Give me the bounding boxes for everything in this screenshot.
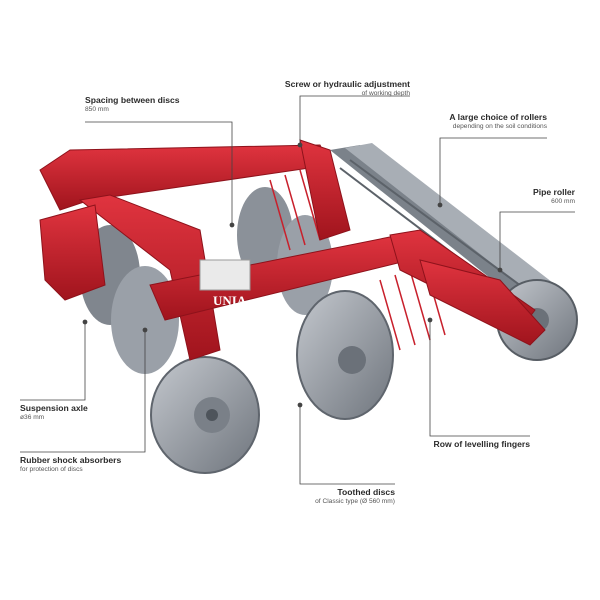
- callout-toothed-sub: of Classic type (Ø 560 mm): [315, 497, 395, 505]
- callout-pipe-title: Pipe roller: [532, 187, 575, 197]
- callout-spacing-sub: 850 mm: [85, 105, 109, 113]
- callout-shock-title: Rubber shock absorbers: [20, 455, 122, 465]
- front-disc-gang: [80, 225, 260, 474]
- leader-adjust: [299, 95, 410, 145]
- callout-spacing: Spacing between discs 850 mm: [85, 95, 180, 113]
- callout-fingers-title: Row of levelling fingers: [433, 439, 530, 449]
- leader-axle: [20, 322, 86, 401]
- leader-pipe: [499, 211, 575, 270]
- callout-adjust-sub: of working depth: [361, 89, 410, 97]
- callout-pipe-sub: 600 mm: [551, 197, 575, 205]
- callout-axle-sub: ø36 mm: [20, 413, 45, 421]
- leader-spacing: [85, 121, 233, 225]
- callout-adjust: Screw or hydraulic adjustment of working…: [284, 79, 410, 97]
- callout-rollers-title: A large choice of rollers: [449, 112, 547, 122]
- callout-rollers: A large choice of rollers depending on t…: [449, 112, 547, 130]
- callout-toothed-title: Toothed discs: [337, 487, 395, 497]
- main-frame: [39, 139, 546, 361]
- callout-axle-title: Suspension axle: [20, 403, 88, 413]
- callout-rollers-sub: depending on the soil conditions: [452, 122, 547, 130]
- leader-lines: [20, 95, 575, 485]
- callout-toothed: Toothed discs of Classic type (Ø 560 mm): [315, 487, 395, 505]
- callout-shock-sub: for protection of discs: [20, 465, 83, 473]
- callout-adjust-title: Screw or hydraulic adjustment: [284, 79, 410, 89]
- leader-rollers: [439, 137, 547, 205]
- callout-pipe: Pipe roller 600 mm: [532, 187, 575, 205]
- brand-logo: UNIA: [213, 293, 247, 308]
- leader-shock: [20, 330, 146, 453]
- callout-shock: Rubber shock absorbers for protection of…: [20, 455, 122, 473]
- callout-axle: Suspension axle ø36 mm: [20, 403, 88, 421]
- callout-fingers: Row of levelling fingers: [433, 439, 530, 450]
- callout-spacing-title: Spacing between discs: [85, 95, 180, 105]
- leader-fingers: [429, 320, 530, 437]
- leader-toothed: [299, 405, 395, 485]
